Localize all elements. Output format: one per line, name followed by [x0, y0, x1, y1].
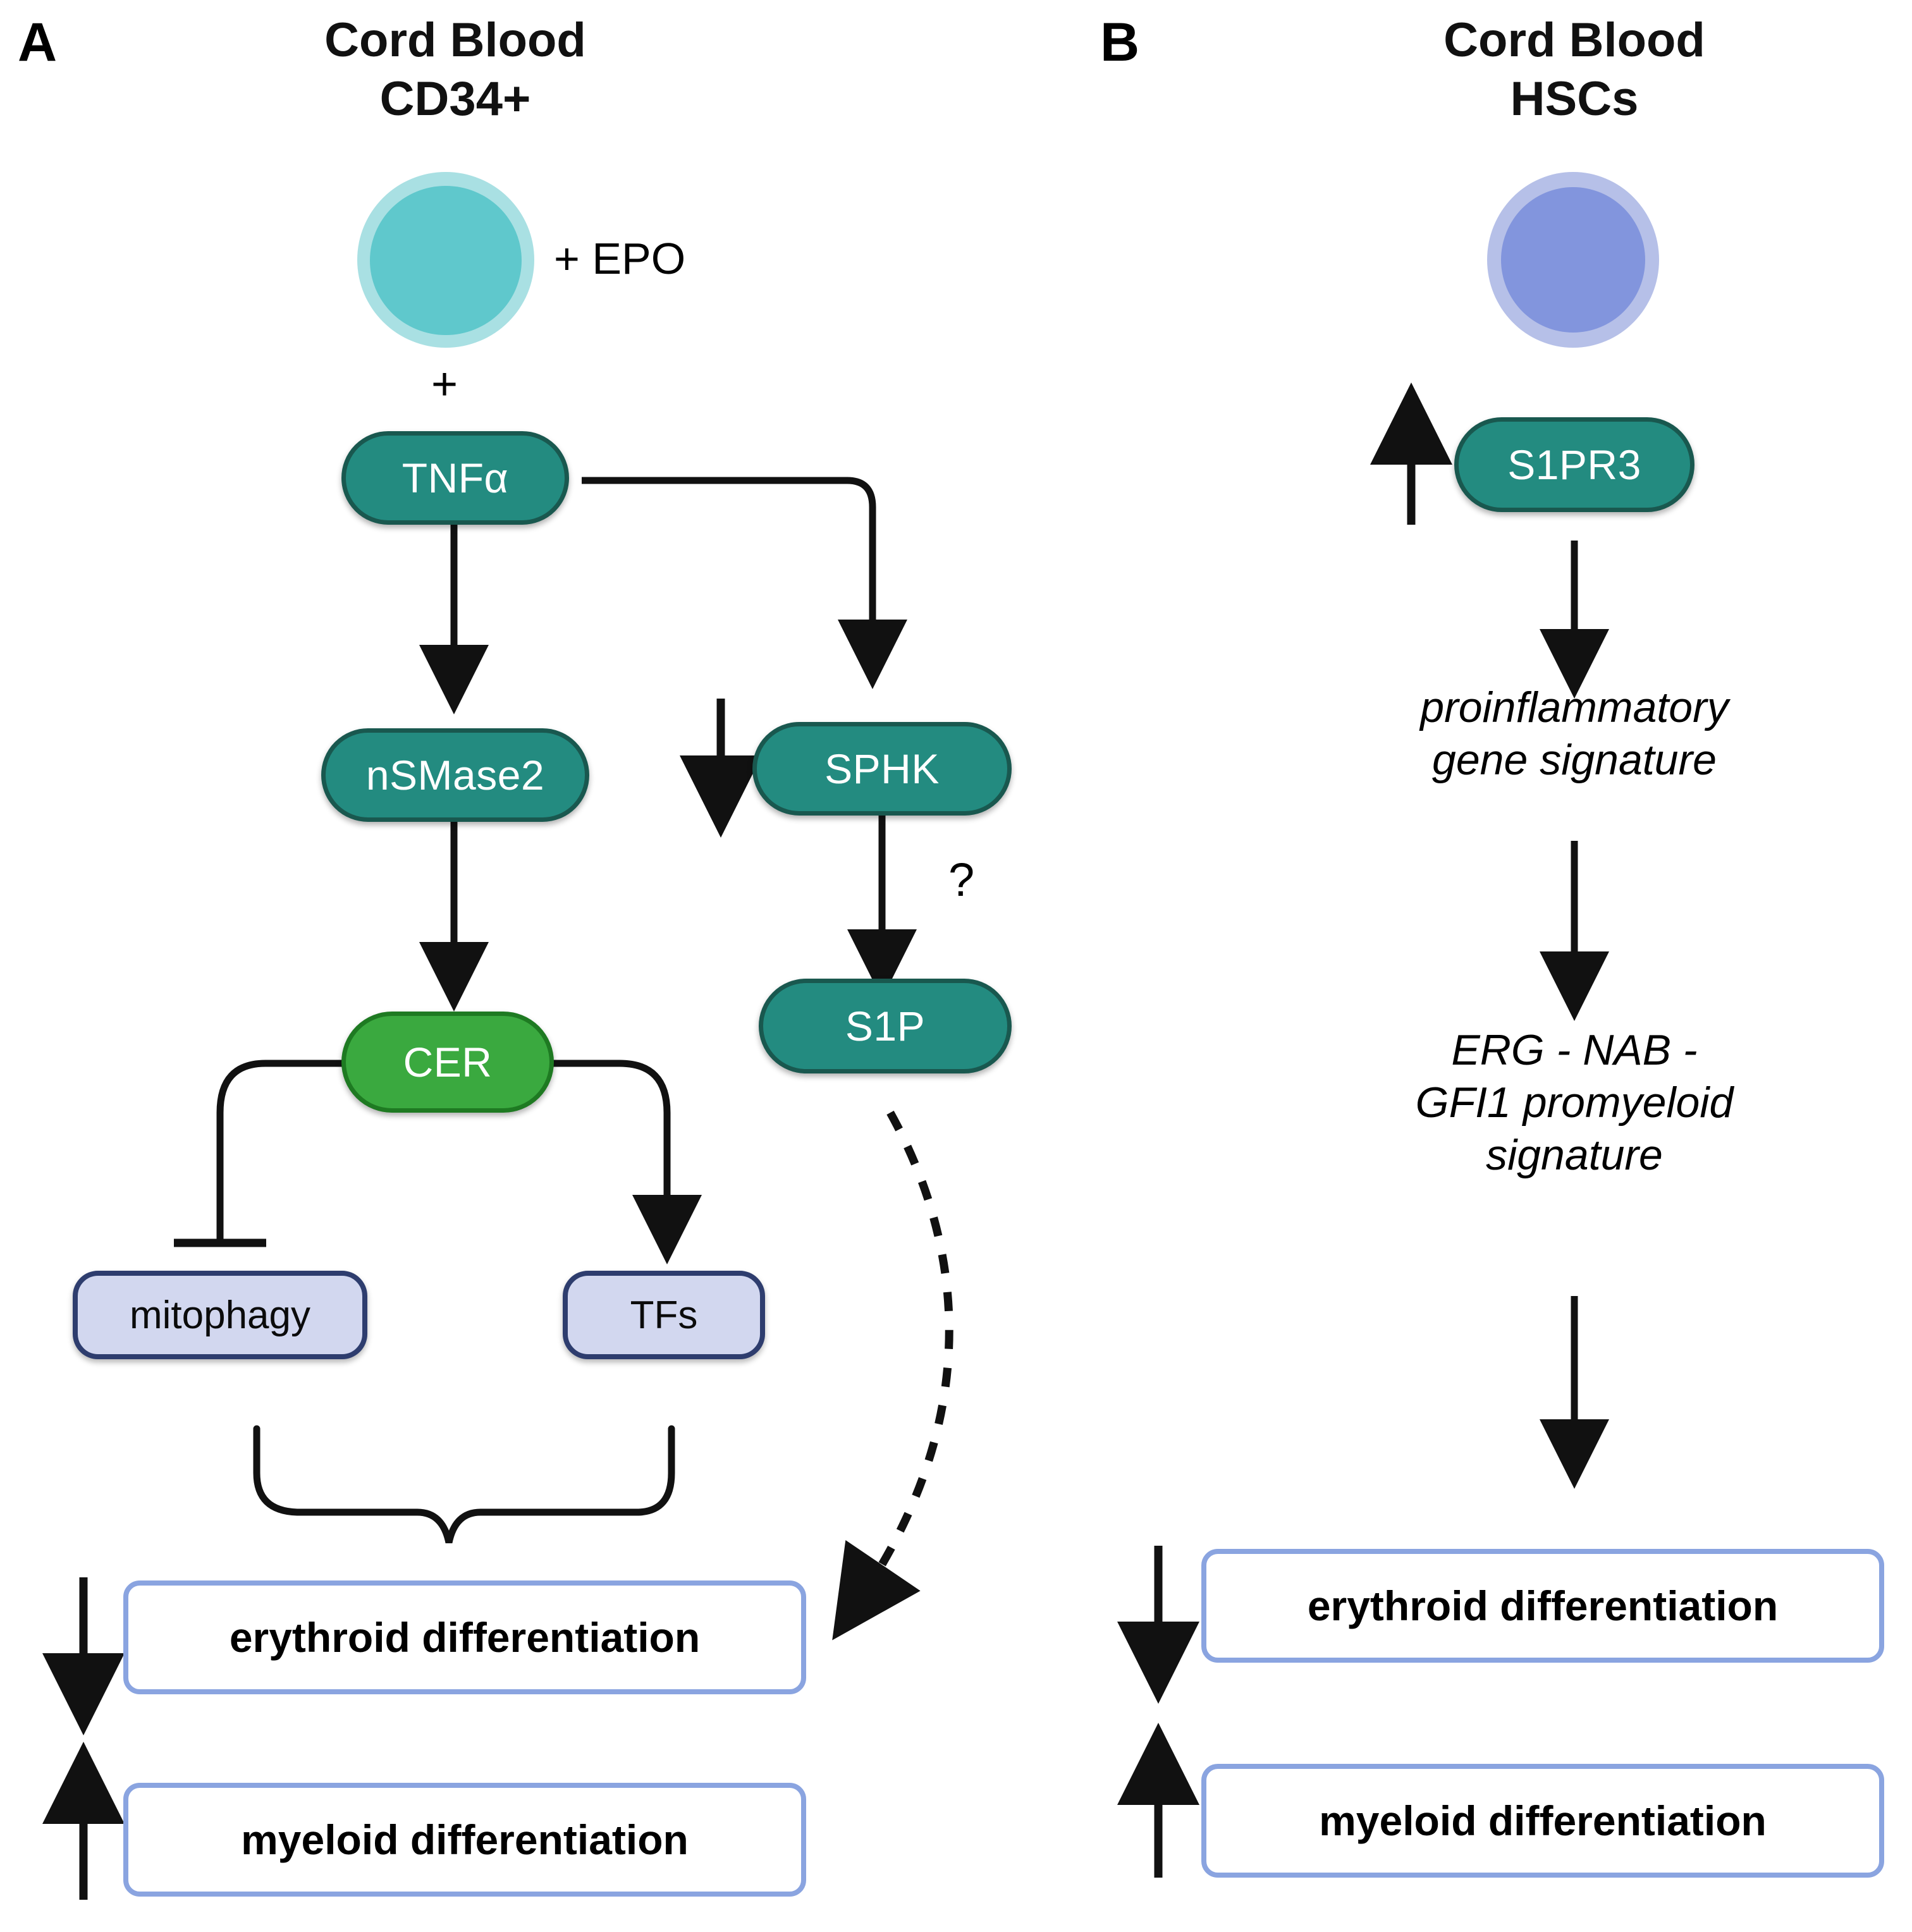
edge-tnfa-to-sphk: [582, 477, 907, 689]
node-tfs[interactable]: TFs: [563, 1271, 765, 1359]
panel-b-title: Cord Blood HSCs: [1443, 13, 1705, 126]
cord-blood-cd34-cell: [357, 172, 534, 348]
panel-a-title: Cord Blood CD34+: [324, 13, 586, 126]
cell-cytoplasm: [370, 186, 522, 335]
outcome-myeloid-b[interactable]: myeloid differentiation: [1201, 1764, 1884, 1878]
edge-cer-inhibits-mitophagy: [216, 1060, 360, 1239]
cell-cytoplasm-b: [1501, 187, 1645, 333]
node-nsmase2[interactable]: nSMase2: [321, 728, 589, 822]
outcome-erythroid-b[interactable]: erythroid differentiation: [1201, 1549, 1884, 1663]
brace-mitophagy-tfs: [253, 1425, 675, 1544]
node-sphk[interactable]: SPHK: [752, 722, 1012, 816]
edge-cer-to-tfs: [551, 1060, 702, 1264]
panel-a-letter: A: [18, 12, 58, 73]
plus-symbol-a: +: [431, 359, 458, 410]
epo-label: + EPO: [554, 234, 686, 283]
node-mitophagy[interactable]: mitophagy: [73, 1271, 367, 1359]
node-cer[interactable]: CER: [341, 1012, 554, 1113]
edge-s1p-to-erythroid-dashed: [832, 1110, 953, 1641]
node-s1p[interactable]: S1P: [759, 979, 1012, 1073]
text-proinflammatory-signature: proinflammatory gene signature: [1420, 683, 1729, 784]
node-tnfa[interactable]: TNFα: [341, 431, 569, 525]
outcome-myeloid-a[interactable]: myeloid differentiation: [123, 1783, 806, 1897]
text-promyeloid-signature: ERG - NAB - GFI1 promyeloid signature: [1415, 1026, 1734, 1179]
node-s1pr3[interactable]: S1PR3: [1454, 417, 1694, 512]
question-mark-label: ?: [948, 853, 975, 906]
panel-b-letter: B: [1100, 12, 1140, 73]
cord-blood-hsc-cell: [1487, 172, 1659, 348]
outcome-erythroid-a[interactable]: erythroid differentiation: [123, 1580, 806, 1694]
